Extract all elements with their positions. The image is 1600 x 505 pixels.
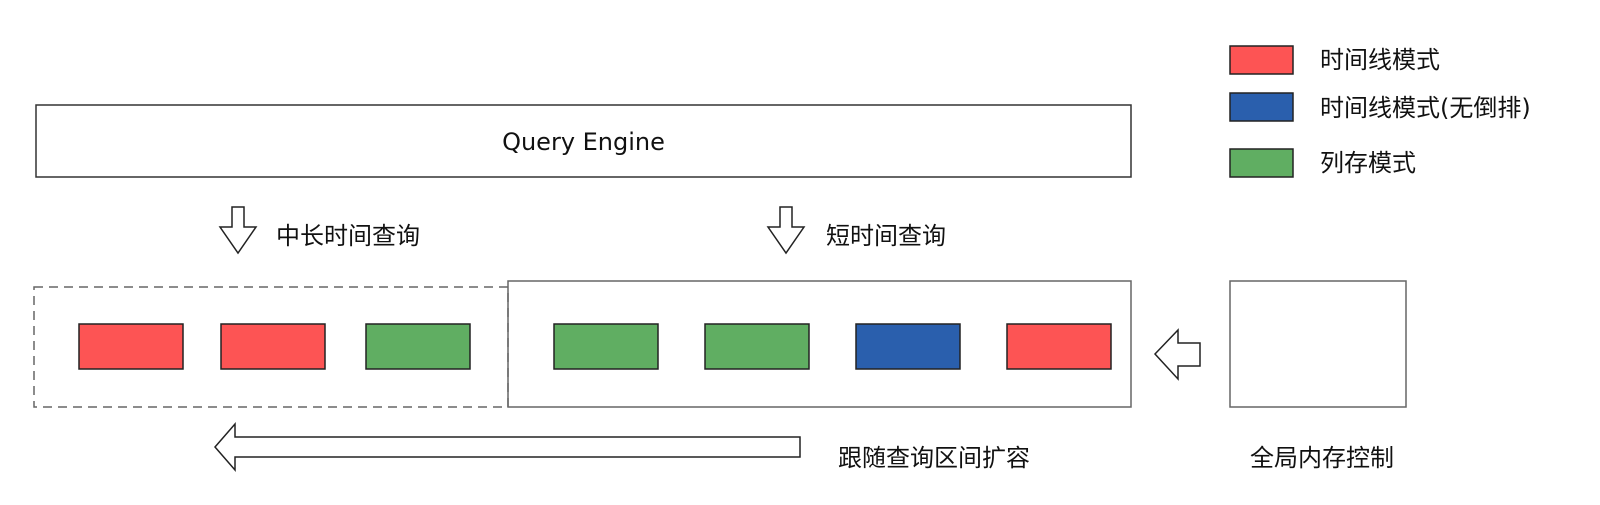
- data-block-short-3: [1006, 323, 1112, 370]
- legend-swatch-0: [1229, 45, 1294, 75]
- data-block-short-1: [704, 323, 810, 370]
- memory-caption: 全局内存控制: [1250, 444, 1394, 472]
- expand-caption: 跟随查询区间扩容: [838, 444, 1030, 472]
- short-range-query-label: 短时间查询: [826, 222, 946, 250]
- legend-label-columnar: 列存模式: [1320, 149, 1416, 177]
- legend-swatch-1: [1229, 92, 1294, 122]
- down-arrow-short-icon: [766, 206, 806, 255]
- global-memory-box: [1229, 280, 1407, 408]
- left-arrow-memory-icon: [1153, 328, 1201, 381]
- short-range-cache-box: [507, 280, 1132, 408]
- legend-label-timeline: 时间线模式: [1320, 46, 1440, 74]
- data-block-short-0: [553, 323, 659, 370]
- expand-arrow-icon: [214, 421, 801, 473]
- data-block-short-2: [855, 323, 961, 370]
- query-engine-label: Query Engine: [502, 128, 665, 156]
- legend-label-timeline-no-index: 时间线模式(无倒排): [1320, 94, 1531, 122]
- query-engine-box: [35, 104, 1132, 178]
- long-range-query-label: 中长时间查询: [276, 222, 420, 250]
- data-block-long-1: [220, 323, 326, 370]
- legend-swatch-2: [1229, 148, 1294, 178]
- data-block-long-0: [78, 323, 184, 370]
- down-arrow-long-icon: [218, 206, 258, 255]
- data-block-long-2: [365, 323, 471, 370]
